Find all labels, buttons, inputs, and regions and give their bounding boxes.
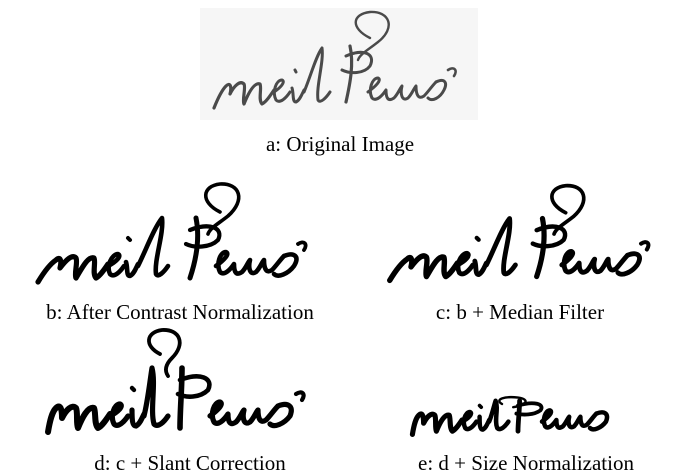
panel-a-caption: a: Original Image (190, 132, 490, 156)
panel-b: b: After Contrast Normalization (0, 172, 360, 332)
panel-a: a: Original Image (190, 8, 490, 158)
panel-e-caption: e: d + Size Normalization (376, 451, 676, 475)
handwritten-word-contrast-normalized-icon (30, 178, 330, 290)
handwritten-word-slant-corrected-icon (40, 324, 340, 444)
panel-e: e: d + Size Normalization (376, 324, 676, 476)
panel-c: c: b + Median Filter (364, 172, 676, 332)
panel-d-caption: d: c + Slant Correction (0, 451, 380, 475)
panel-d: d: c + Slant Correction (0, 324, 380, 476)
panel-c-caption: c: b + Median Filter (364, 300, 676, 324)
panel-b-caption: b: After Contrast Normalization (0, 300, 360, 324)
handwritten-word-original-icon (200, 8, 478, 120)
handwritten-word-size-normalized-icon (406, 372, 646, 444)
handwritten-word-median-filtered-icon (382, 178, 672, 290)
